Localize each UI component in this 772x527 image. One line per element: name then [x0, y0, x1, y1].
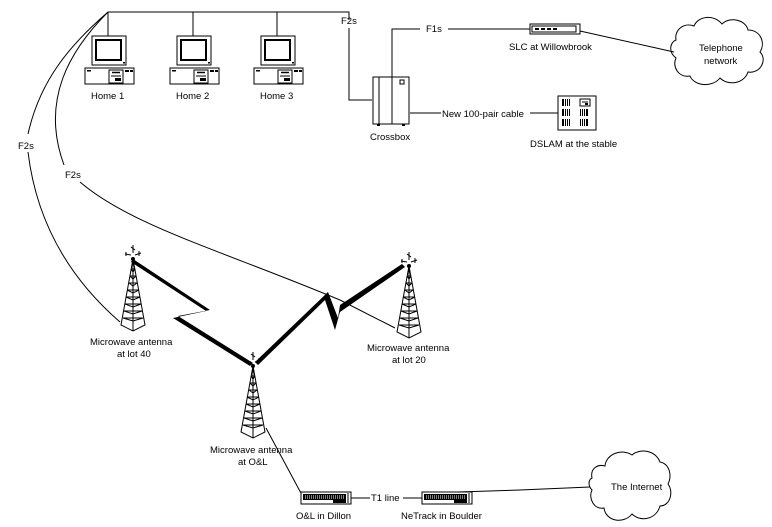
telephone-label-line1: Telephone: [699, 43, 743, 54]
cable-label: New 100-pair cable: [442, 109, 524, 120]
netrack-internet-link: [457, 486, 591, 493]
internet-label: The Internet: [611, 482, 663, 493]
home1-label: Home 1: [91, 91, 124, 102]
f2s-curve-inner: [55, 11, 109, 166]
desktop-computer-icon: [84, 35, 135, 85]
home2-label: Home 2: [176, 91, 209, 102]
f2s-curve-outer-lower: [27, 151, 121, 323]
crossbox-cabinet-icon: [372, 76, 410, 126]
home3-label: Home 3: [260, 91, 293, 102]
f1s-label: F1s: [426, 24, 442, 35]
crossbox-label: Crossbox: [370, 132, 410, 143]
dslam-label: DSLAM at the stable: [530, 139, 617, 150]
netrack-node[interactable]: NeTrack in Boulder: [401, 491, 482, 522]
antenna-ol-node[interactable]: Microwave antenna at O&L: [210, 351, 293, 468]
antenna-lot20-label-line1: Microwave antenna: [367, 343, 450, 354]
bus-line: [108, 11, 350, 20]
f2s-left-inner-label: F2s: [65, 170, 81, 181]
f1s-line: [391, 28, 420, 78]
internet-node[interactable]: The Internet: [588, 450, 672, 521]
antenna-ol-label-line2: at O&L: [238, 457, 268, 468]
dslam-rack-icon: [557, 95, 597, 131]
dillon-node[interactable]: O&L in Dillon: [296, 491, 352, 522]
slc-device-icon: [529, 23, 581, 35]
router-icon: [421, 491, 473, 505]
microwave-tower-icon: [396, 251, 422, 339]
telephone-label-line2: network: [704, 56, 738, 67]
telephone-network-node[interactable]: Telephone network: [670, 17, 764, 85]
cloud-icon: [588, 450, 672, 521]
crossbox-node[interactable]: Crossbox: [370, 76, 410, 143]
dslam-node[interactable]: DSLAM at the stable: [530, 95, 617, 150]
f2s-curve-outer: [27, 11, 109, 135]
f2s-top-label: F2s: [341, 16, 357, 27]
desktop-computer-icon: [253, 35, 304, 85]
f2s-to-crossbox: [348, 28, 372, 101]
antenna-lot40-node[interactable]: Microwave antenna at lot 40: [90, 244, 173, 360]
slc-label: SLC at Willowbrook: [509, 42, 592, 53]
home1-node[interactable]: Home 1: [84, 35, 135, 102]
slc-telephone-link: [579, 30, 675, 53]
dillon-label: O&L in Dillon: [296, 511, 351, 522]
f2s-left-outer-label: F2s: [18, 141, 34, 152]
router-icon: [300, 491, 352, 505]
antenna-ol-label-line1: Microwave antenna: [210, 445, 293, 456]
microwave-link-20-ol: [255, 264, 405, 365]
slc-node[interactable]: SLC at Willowbrook: [509, 23, 592, 53]
microwave-tower-icon: [120, 244, 146, 332]
desktop-computer-icon: [169, 35, 220, 85]
antenna-lot20-node[interactable]: Microwave antenna at lot 20: [367, 251, 450, 366]
microwave-link-40-ol: [131, 259, 253, 366]
microwave-tower-icon: [240, 351, 266, 439]
f2s-curve-inner-lower: [79, 181, 396, 329]
antenna-lot20-label-line2: at lot 20: [392, 355, 426, 366]
home3-node[interactable]: Home 3: [253, 35, 304, 102]
t1-label: T1 line: [371, 493, 400, 504]
antenna-lot40-label-line2: at lot 40: [117, 349, 151, 360]
home2-node[interactable]: Home 2: [169, 35, 220, 102]
antenna-dillon-link: [265, 427, 303, 496]
antenna-lot40-label-line1: Microwave antenna: [90, 337, 173, 348]
netrack-label: NeTrack in Boulder: [401, 511, 482, 522]
cloud-icon: [670, 17, 764, 85]
